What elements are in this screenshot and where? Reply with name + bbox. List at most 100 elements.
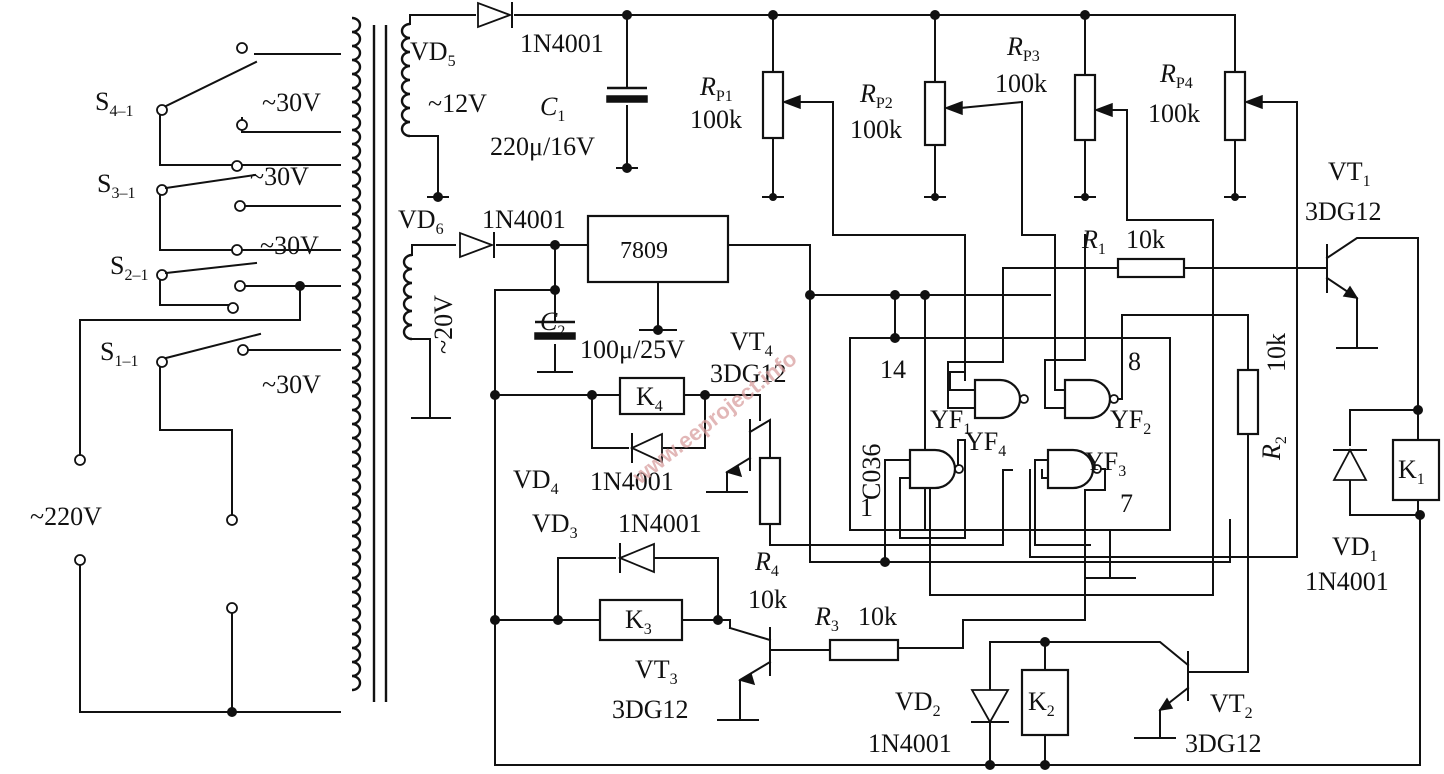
label-c1: C1 — [540, 92, 565, 125]
label-vt4: VT4 — [730, 327, 773, 360]
diode-vd5 — [477, 1, 513, 29]
potentiometer-rp2[interactable] — [923, 14, 1056, 379]
label-12v: ~12V — [428, 89, 487, 118]
nand-gate-yf4 — [884, 439, 966, 539]
label-rp1: RP1 — [699, 72, 733, 105]
label-pin-14: 14 — [880, 355, 906, 384]
label-k4: K4 — [636, 382, 663, 415]
label-r2: R2 — [1257, 436, 1290, 461]
tap-terminal-b — [226, 602, 238, 614]
label-vd4-part: 1N4001 — [590, 467, 674, 496]
output-stage-1 — [1116, 237, 1441, 520]
transformer-primary-coil — [351, 16, 362, 692]
ic-c036 — [849, 234, 1249, 649]
label-s3: S3–1 — [97, 169, 135, 202]
label-20v: ~20V — [429, 295, 458, 354]
label-c2: C2 — [540, 307, 565, 340]
label-rp3: RP3 — [1006, 32, 1040, 65]
label-30v-a: ~30V — [262, 88, 321, 117]
label-vt4-part: 3DG12 — [710, 359, 787, 388]
transistor-vt2 — [989, 641, 1190, 739]
label-rp3-value: 100k — [995, 69, 1047, 98]
label-rp2: RP2 — [859, 79, 893, 112]
label-r3-value: 10k — [858, 602, 897, 631]
label-r1-value: 10k — [1126, 225, 1165, 254]
ic-outline — [849, 337, 1171, 531]
tap-terminal-a — [226, 514, 238, 526]
resistor-r2 — [1236, 368, 1260, 436]
label-vd1-part: 1N4001 — [1305, 567, 1389, 596]
relay-k4[interactable] — [618, 376, 686, 416]
label-regulator: 7809 — [620, 238, 668, 264]
label-rp2-value: 100k — [850, 115, 902, 144]
label-vt1-part: 3DG12 — [1305, 197, 1382, 226]
label-yf1: YF1 — [930, 405, 971, 438]
relay-k2[interactable] — [1020, 668, 1070, 737]
label-r1: R1 — [1081, 225, 1106, 258]
label-yf3: YF3 — [1085, 447, 1126, 480]
label-vd3-part: 1N4001 — [618, 509, 702, 538]
label-k2: K2 — [1028, 687, 1055, 720]
supply-regulator — [411, 214, 1421, 766]
label-vt3-part: 3DG12 — [612, 695, 689, 724]
label-vd6: VD6 — [398, 205, 444, 238]
transistor-vt1 — [1325, 237, 1419, 411]
label-pin-7: 7 — [1120, 489, 1133, 518]
label-vd2: VD2 — [895, 687, 941, 720]
capacitor-c2 — [534, 320, 576, 340]
resistor-r3 — [828, 638, 900, 662]
nand-gate-yf2 — [1044, 234, 1249, 420]
label-s2: S2–1 — [110, 251, 148, 284]
label-vd4: VD4 — [513, 465, 559, 498]
potentiometer-rp1[interactable] — [761, 14, 966, 381]
label-vd2-part: 1N4001 — [868, 729, 952, 758]
switch-s3-1[interactable] — [156, 160, 257, 212]
label-220v: ~220V — [30, 502, 102, 531]
label-s4: S4–1 — [95, 87, 133, 120]
label-rp4: RP4 — [1159, 59, 1193, 92]
switch-s2-1[interactable] — [156, 244, 258, 292]
label-k1: K1 — [1398, 455, 1425, 488]
secondary-coil-20v — [402, 253, 413, 341]
potentiometer-rp4[interactable] — [1029, 70, 1298, 558]
label-vt2-part: 3DG12 — [1185, 729, 1262, 758]
label-vt2: VT2 — [1210, 689, 1253, 722]
label-30v-d: ~30V — [262, 370, 321, 399]
label-yf4: YF4 — [965, 427, 1006, 460]
primary-switch-network — [74, 42, 341, 717]
label-r4-value: 10k — [748, 585, 787, 614]
diode-vd2 — [970, 689, 1010, 724]
mains-terminal-bottom — [74, 554, 86, 566]
relay-k3[interactable] — [598, 598, 684, 642]
label-yf2: YF2 — [1110, 405, 1151, 438]
transistor-vt3 — [717, 626, 831, 721]
label-r3: R3 — [814, 602, 839, 635]
label-r2-value: 10k — [1262, 333, 1291, 372]
resistor-r4 — [758, 456, 782, 526]
label-vd5-part: 1N4001 — [520, 29, 604, 58]
label-k3: K3 — [625, 605, 652, 638]
label-30v-b: ~30V — [250, 162, 309, 191]
switch-s4-1[interactable] — [156, 42, 258, 131]
label-r4: R4 — [754, 547, 779, 580]
potentiometer-rp3[interactable] — [929, 14, 1214, 596]
secondary-coil-12v — [400, 22, 411, 138]
relay-k1[interactable] — [1391, 438, 1441, 502]
switch-s1-1[interactable] — [156, 302, 262, 368]
label-pin-8: 8 — [1128, 347, 1141, 376]
resistor-r1 — [1116, 257, 1186, 279]
label-vd3: VD3 — [532, 509, 578, 542]
label-rp4-value: 100k — [1148, 99, 1200, 128]
nand-gate-yf1 — [947, 267, 1119, 420]
label-pin-1: 1 — [860, 493, 873, 522]
label-c1-value: 220μ/16V — [490, 132, 595, 161]
output-stage-4 — [490, 376, 1013, 546]
label-vt1: VT1 — [1328, 157, 1371, 190]
output-stage-3 — [490, 542, 900, 721]
transformer — [351, 16, 413, 702]
label-vd1: VD1 — [1332, 532, 1378, 565]
label-vd5: VD5 — [410, 37, 456, 70]
label-ic: C036 — [857, 444, 886, 500]
label-vt3: VT3 — [635, 655, 678, 688]
